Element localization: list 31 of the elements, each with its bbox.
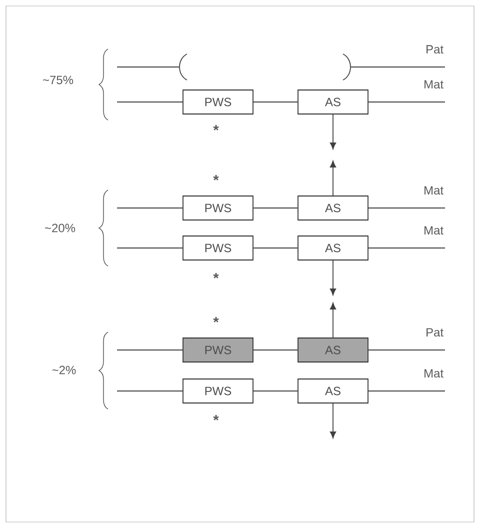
asterisk: * [213, 175, 219, 180]
side-label: Pat [426, 45, 444, 54]
side-label: Mat [424, 186, 444, 195]
gene-box: AS [298, 236, 368, 260]
arrow [330, 302, 336, 338]
chromosome-line [368, 390, 446, 392]
percent-label: ~2% [52, 366, 76, 374]
arrow [330, 403, 336, 438]
side-label: Pat [426, 328, 444, 337]
gene-box: PWS [182, 236, 254, 260]
gene-box: AS [298, 196, 368, 220]
gene-box: PWS [182, 378, 254, 404]
side-label: Mat [424, 369, 444, 378]
asterisk: * [213, 125, 219, 130]
gene-box: PWS [182, 90, 254, 114]
gene-box: PWS [182, 338, 254, 362]
side-label: Mat [424, 80, 444, 89]
gene-box: PWS [182, 196, 254, 220]
arrow [330, 260, 336, 296]
side-label: Mat [424, 226, 444, 235]
gene-box: AS [298, 378, 368, 404]
connector-line [253, 390, 298, 392]
arrow [330, 114, 336, 150]
gene-box: AS [298, 90, 368, 114]
asterisk: * [213, 273, 219, 278]
arrow [330, 160, 336, 196]
gene-box: AS [298, 338, 368, 362]
percent-label: ~75% [43, 76, 74, 84]
percent-label: ~20% [45, 224, 76, 232]
asterisk: * [213, 317, 219, 322]
asterisk: * [213, 415, 219, 420]
